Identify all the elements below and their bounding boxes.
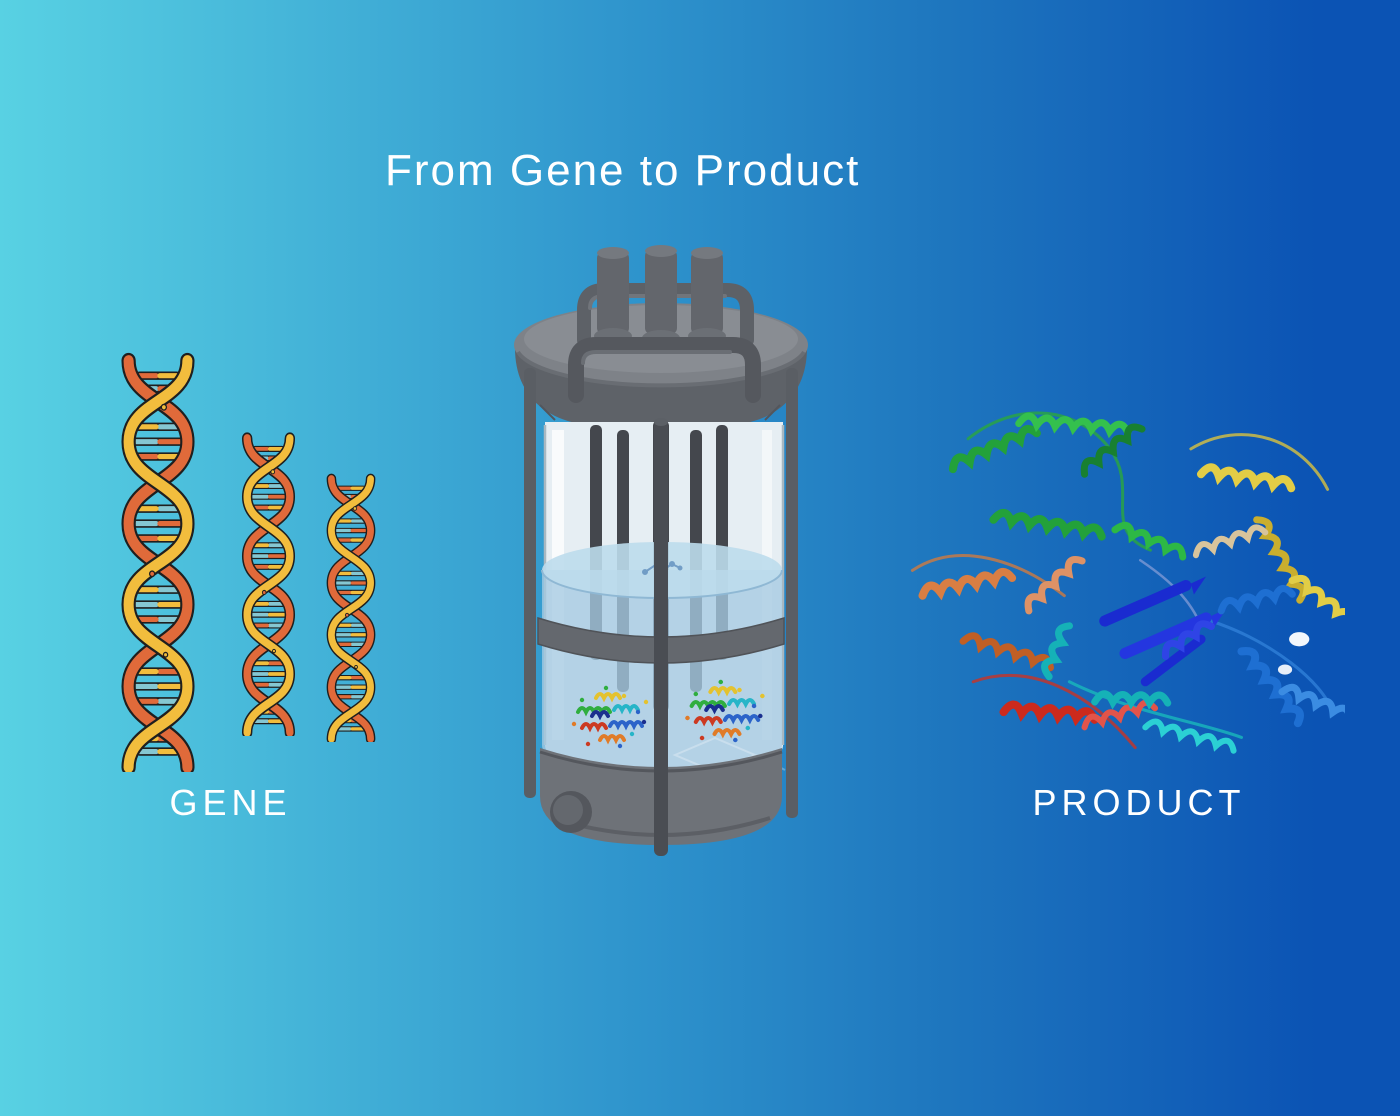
dna-helix-small-icon bbox=[323, 468, 379, 742]
gene-label: GENE bbox=[169, 782, 292, 823]
page-title: From Gene to Product bbox=[385, 146, 861, 195]
dna-helix-medium-icon bbox=[238, 426, 299, 736]
product-label: PRODUCT bbox=[1032, 782, 1246, 823]
product-protein-illustration bbox=[910, 411, 1345, 754]
dna-helix-large-icon bbox=[116, 344, 200, 772]
bioreactor-illustration bbox=[514, 245, 808, 856]
